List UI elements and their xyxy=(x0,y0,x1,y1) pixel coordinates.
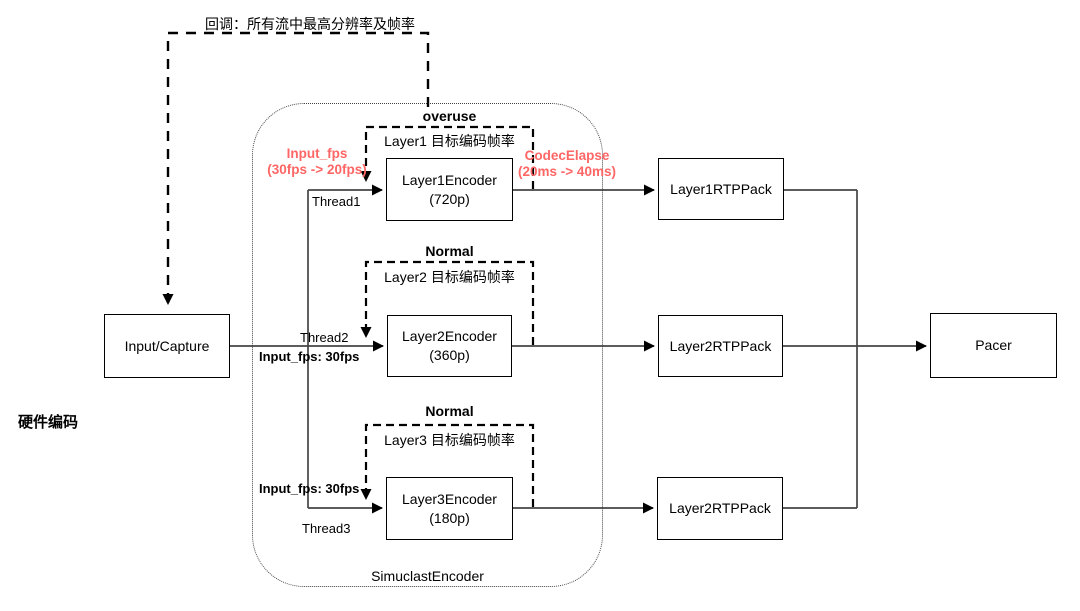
input-capture-box: Input/Capture xyxy=(104,314,230,378)
input-fps-change-line2: (30fps -> 20fps) xyxy=(267,162,367,178)
encoder1-resolution: (720p) xyxy=(429,190,470,207)
codec-elapse-line2: (20ms -> 40ms) xyxy=(518,164,616,180)
encoder1-name: Layer1Encoder xyxy=(402,171,497,188)
rtp3-label: Layer2RTPPack xyxy=(669,500,771,517)
status-label-row3: Normal xyxy=(425,403,474,419)
status-label-row1: overuse xyxy=(422,108,477,124)
thread1-label: Thread1 xyxy=(312,194,361,209)
encoder-box-layer1: Layer1Encoder (720p) xyxy=(386,158,513,221)
input-capture-label: Input/Capture xyxy=(124,337,210,354)
codec-elapse-annotation: CodecElapse (20ms -> 40ms) xyxy=(509,148,625,180)
pacer-box: Pacer xyxy=(930,313,1057,378)
connector-callback-dashed xyxy=(162,31,430,305)
thread3-label: Thread3 xyxy=(302,521,351,536)
input-fps-change-line1: Input_fps xyxy=(286,146,348,161)
rtp-pack-box-1: Layer1RTPPack xyxy=(658,158,784,220)
encoder3-name: Layer3Encoder xyxy=(402,490,497,507)
rtp-pack-box-3: Layer2RTPPack xyxy=(657,477,783,540)
target-framerate-label-row2: Layer2 目标编码帧率 xyxy=(384,269,515,285)
target-framerate-label-row3: Layer3 目标编码帧率 xyxy=(384,432,515,448)
codec-elapse-line1: CodecElapse xyxy=(524,148,610,163)
encoder2-name: Layer2Encoder xyxy=(402,328,497,345)
rtp1-label: Layer1RTPPack xyxy=(670,180,772,197)
connector-target2-bracket xyxy=(360,260,535,345)
encoder3-resolution: (180p) xyxy=(429,509,470,526)
connector-target3-bracket xyxy=(360,423,535,507)
input-fps-label-row3: Input_fps: 30fps xyxy=(259,481,360,496)
connector-target1-bracket xyxy=(360,125,535,189)
thread2-label: Thread2 xyxy=(300,330,349,345)
encoder-box-layer2: Layer2Encoder (360p) xyxy=(387,315,512,377)
rtp2-label: Layer2RTPPack xyxy=(669,337,772,354)
hardware-encode-label: 硬件编码 xyxy=(18,414,79,431)
encoder2-resolution: (360p) xyxy=(429,347,470,363)
input-fps-label-row2: Input_fps: 30fps xyxy=(259,349,360,364)
encoder-box-layer3: Layer3Encoder (180p) xyxy=(386,477,513,540)
simulcast-encoder-label: SimuclastEncoder xyxy=(371,568,484,584)
pacer-label: Pacer xyxy=(975,337,1012,354)
callback-label: 回调：所有流中最高分辨率及帧率 xyxy=(205,16,415,32)
input-fps-change-annotation: Input_fps (30fps -> 20fps) xyxy=(262,146,372,178)
status-label-row2: Normal xyxy=(425,243,474,259)
rtp-pack-box-2: Layer2RTPPack xyxy=(658,315,783,377)
target-framerate-label-row1: Layer1 目标编码帧率 xyxy=(384,133,515,149)
